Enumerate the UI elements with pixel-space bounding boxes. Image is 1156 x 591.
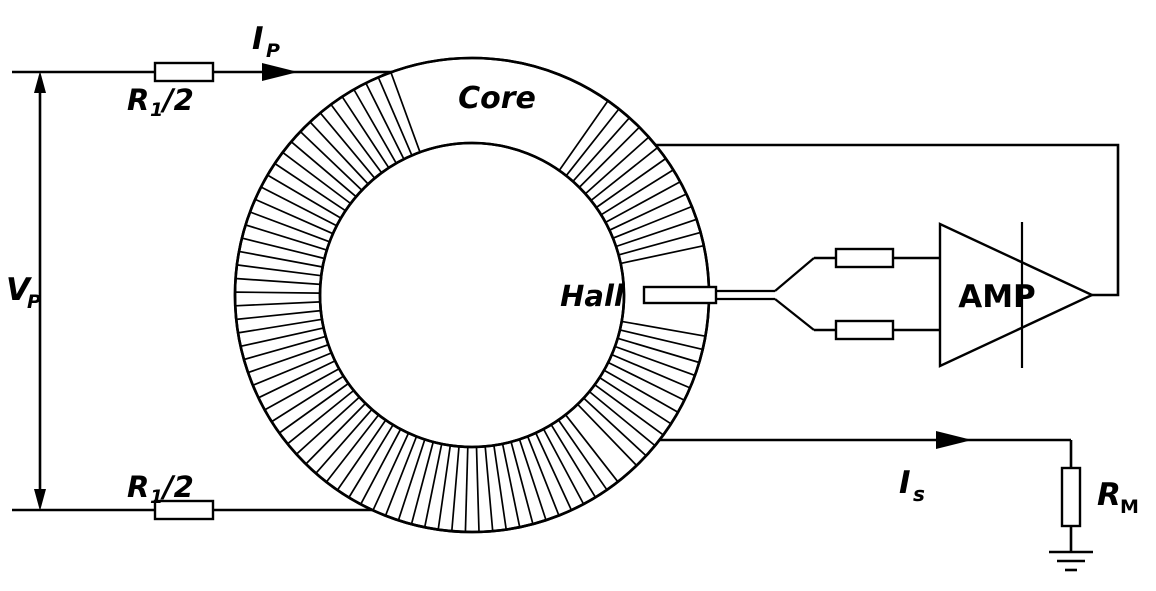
hall-sensor bbox=[642, 285, 718, 305]
measure-resistor-sub: M bbox=[1120, 496, 1139, 518]
primary-current-sub: P bbox=[266, 40, 280, 62]
measure-resistor-label: R bbox=[1097, 477, 1121, 513]
resistor-bottom-sub: 1 bbox=[150, 486, 163, 508]
resistor-top-label: R bbox=[127, 83, 149, 117]
winding-hatch bbox=[234, 72, 706, 532]
amplifier-assembly: AMP bbox=[814, 222, 1095, 368]
primary-voltage-label: V bbox=[6, 272, 33, 308]
primary-current-label: I bbox=[252, 21, 264, 57]
hall-lead-upper-diagonal bbox=[774, 257, 815, 292]
primary-circuit: V P I P R 1 /2 R 1 /2 bbox=[6, 21, 392, 521]
amp-input-resistor-upper bbox=[834, 247, 895, 269]
amp-label: AMP bbox=[958, 279, 1036, 315]
toroidal-core: Core bbox=[233, 56, 711, 534]
resistor-top-sub: 1 bbox=[150, 99, 163, 121]
measure-resistor bbox=[1060, 466, 1082, 528]
core-inner-outline bbox=[318, 141, 626, 449]
secondary-output: I s R M bbox=[659, 431, 1139, 572]
hall-lead-lower-diagonal bbox=[774, 298, 815, 331]
vp-arrow-down-icon bbox=[34, 489, 46, 511]
amp-input-resistor-lower bbox=[834, 319, 895, 341]
secondary-current-sub: s bbox=[913, 482, 925, 506]
secondary-current-label: I bbox=[899, 465, 911, 501]
ground-icon bbox=[1049, 550, 1093, 572]
resistor-bottom-label: R bbox=[127, 470, 149, 504]
core-label: Core bbox=[458, 81, 536, 116]
amp-triangle bbox=[938, 222, 1095, 368]
resistor-bottom-suffix: /2 bbox=[160, 470, 194, 504]
primary-current-arrow-icon bbox=[262, 63, 298, 81]
resistor-top bbox=[153, 61, 215, 83]
primary-voltage-sub: P bbox=[27, 291, 41, 313]
hall-label: Hall bbox=[560, 279, 625, 313]
resistor-top-suffix: /2 bbox=[160, 83, 194, 117]
feedback-path bbox=[655, 143, 1120, 297]
feedback-wire bbox=[655, 143, 1120, 297]
secondary-current-arrow-icon bbox=[936, 431, 972, 449]
vp-arrow-up-icon bbox=[34, 71, 46, 93]
hall-sensor-assembly: Hall bbox=[560, 257, 815, 331]
